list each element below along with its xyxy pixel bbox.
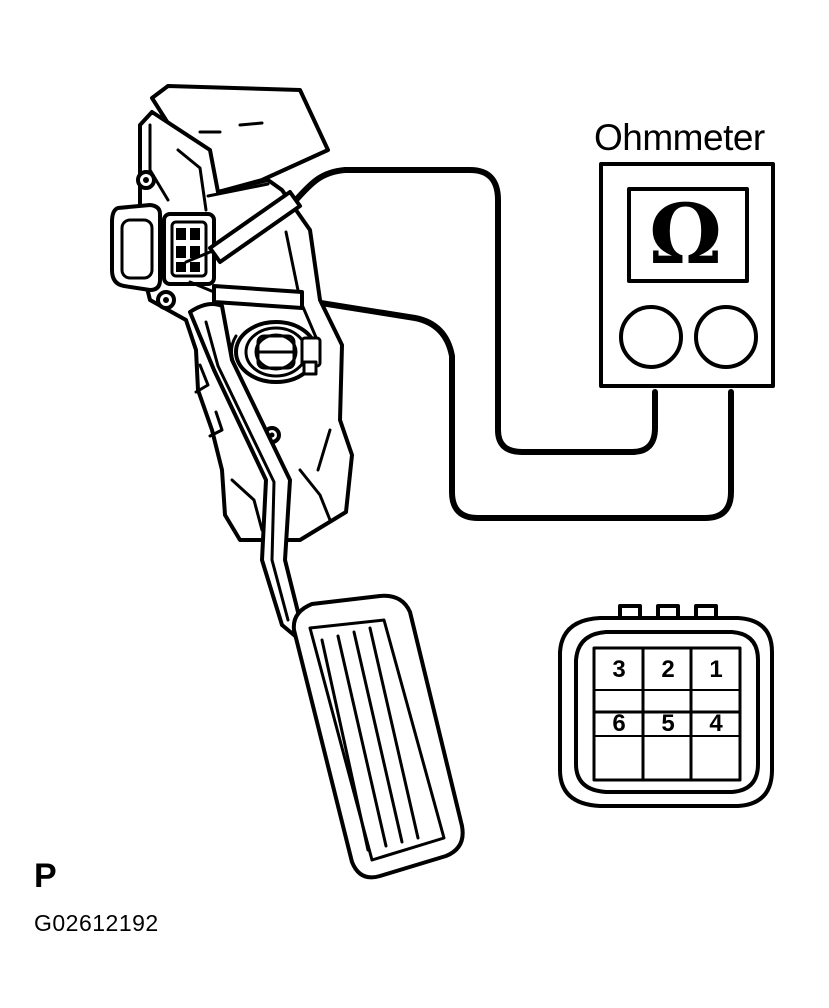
test-leads [293, 167, 734, 521]
pin-label-4: 4 [709, 710, 723, 737]
pedal-arm [188, 302, 314, 642]
upper-lead-wire [293, 167, 658, 455]
pin-label-1: 1 [709, 656, 723, 683]
figure-code: G02612192 [34, 910, 159, 936]
upper-probe [208, 190, 302, 264]
ohmmeter [599, 162, 775, 388]
omega-icon: Ω [649, 187, 722, 283]
ohmmeter-jack-left [619, 305, 683, 369]
pedal-pad [291, 593, 465, 880]
pin-label-5: 5 [661, 710, 675, 737]
pin-label-6: 6 [612, 710, 626, 737]
pin-label-3: 3 [612, 656, 626, 683]
view-letter: P [34, 857, 57, 895]
ohmmeter-body [599, 162, 775, 388]
pivot-spring [230, 320, 322, 384]
ohmmeter-display [627, 187, 749, 283]
pin-label-2: 2 [661, 656, 675, 683]
lower-lead-wire [299, 297, 734, 521]
connector-face-view [558, 604, 774, 808]
test-probes [184, 190, 304, 310]
ohmmeter-title: Ohmmeter [594, 117, 765, 158]
connector-shell [558, 616, 774, 808]
ohmmeter-jack-right [694, 305, 758, 369]
pedal-assembly [110, 84, 465, 880]
lower-probe [212, 284, 304, 310]
